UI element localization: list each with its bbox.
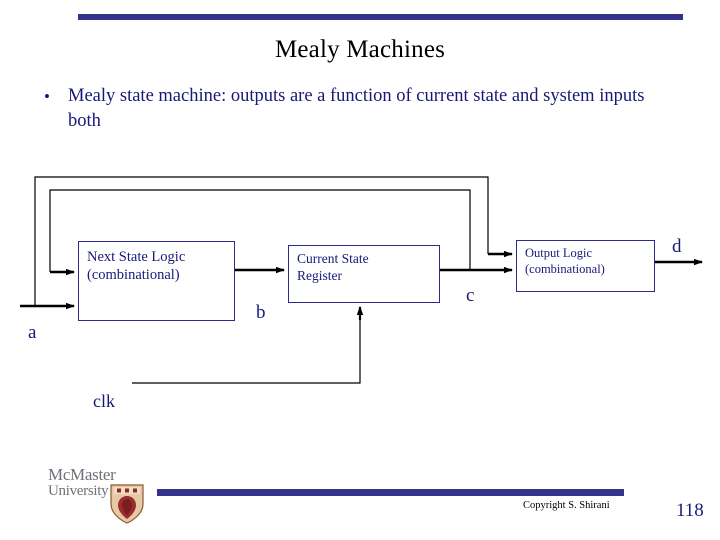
block-output-logic-line2: (combinational) — [525, 261, 605, 276]
copyright-text: Copyright S. Shirani — [523, 500, 610, 511]
footer-rule — [157, 489, 624, 496]
block-next-state-logic-line1: Next State Logic — [87, 249, 186, 265]
page-number: 118 — [676, 500, 704, 521]
block-next-state-logic: Next State Logic (combinational) — [78, 241, 235, 321]
bullet-item: • Mealy state machine: outputs are a fun… — [36, 84, 676, 134]
page-title: Mealy Machines — [274, 36, 446, 63]
signal-label-a: a — [28, 322, 37, 343]
signal-label-d: d — [672, 236, 682, 257]
signal-label-c: c — [466, 285, 475, 306]
logo-wordmark-line1: McMaster — [48, 465, 116, 484]
logo-wordmark-line2: University — [48, 483, 109, 499]
block-next-state-logic-line2: (combinational) — [87, 267, 180, 284]
block-current-state-register: Current State Register — [288, 245, 440, 303]
signal-label-b: b — [256, 302, 266, 323]
mcmaster-university-logo: McMaster University — [48, 465, 148, 524]
block-current-state-register-line1: Current State — [297, 251, 369, 266]
bullet-marker: • — [44, 87, 50, 106]
block-current-state-register-line2: Register — [297, 267, 342, 283]
bullet-text: Mealy state machine: outputs are a funct… — [68, 86, 645, 131]
logo-wordmark: McMaster University — [48, 465, 116, 500]
mcmaster-crest-icon — [110, 484, 144, 524]
title-top-rule — [78, 14, 683, 20]
block-output-logic: Output Logic (combinational) — [516, 240, 655, 292]
signal-label-clk: clk — [93, 391, 115, 411]
block-output-logic-line1: Output Logic — [525, 246, 593, 260]
